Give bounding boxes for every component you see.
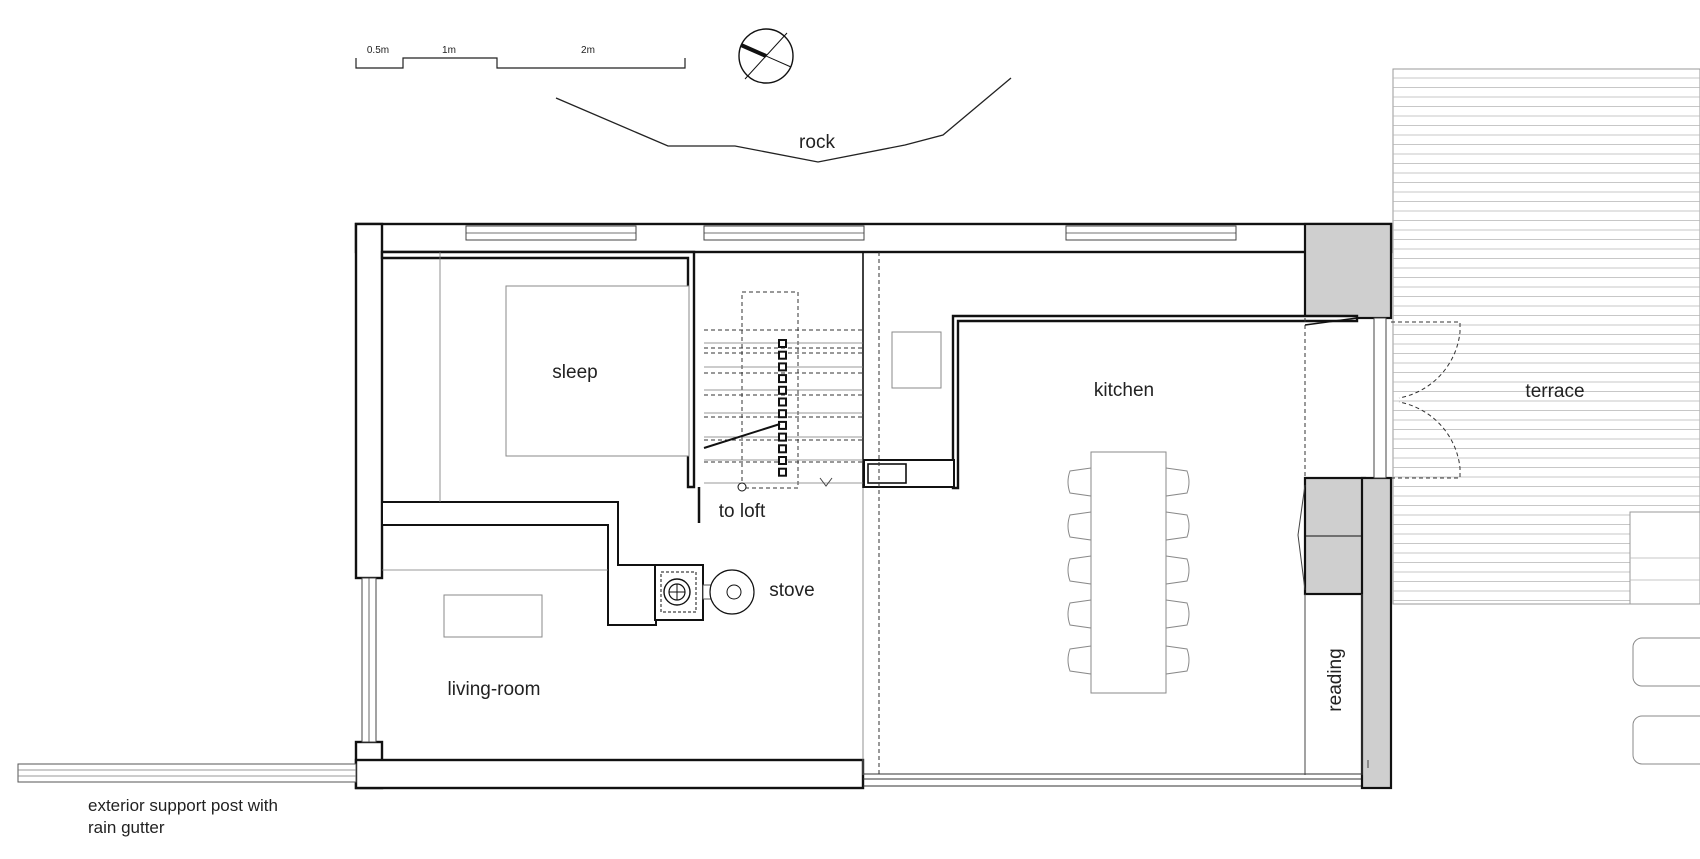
- chair-icon: [1067, 511, 1092, 541]
- living-room-area: living-room: [443, 594, 543, 700]
- stair-post: [778, 385, 787, 395]
- stair-post: [778, 409, 787, 419]
- chair-icon: [1165, 555, 1190, 585]
- stair-post: [778, 339, 787, 348]
- north-arrow-icon: [738, 28, 794, 84]
- outer-walls: [354, 222, 1393, 790]
- chair-icon: [1067, 555, 1092, 585]
- living-room-label: living-room: [448, 679, 541, 700]
- exterior-support-post: exterior support post with rain gutter: [17, 763, 357, 837]
- rock-label: rock: [799, 132, 835, 153]
- stair-post: [778, 432, 787, 442]
- bed: sleep: [505, 285, 690, 457]
- reading-area: reading: [1297, 484, 1369, 768]
- chair-icon: [1165, 645, 1190, 675]
- annotation-line-1: exterior support post with: [88, 796, 278, 815]
- to-loft-label: to loft: [719, 501, 766, 522]
- scale-label-half-meter: 0.5m: [367, 45, 389, 56]
- terrace-doors: [1391, 321, 1461, 479]
- stair-post: [778, 362, 787, 372]
- chair-icon: [1165, 511, 1190, 541]
- stair-post: [778, 350, 787, 360]
- scale-label-two-meters: 2m: [581, 45, 595, 56]
- terrace-deck: terrace: [1392, 68, 1700, 765]
- stair-post: [778, 374, 787, 384]
- stove-label: stove: [769, 580, 814, 601]
- staircase-icon: to loft: [697, 291, 863, 523]
- sleep-label: sleep: [552, 362, 597, 383]
- chair-icon: [1067, 645, 1092, 675]
- scale-bar: 0.5m 1m 2m: [355, 45, 686, 69]
- stair-post: [778, 420, 787, 430]
- kitchen-area: kitchen: [891, 331, 1190, 694]
- chair-icon: [1067, 599, 1092, 629]
- scale-label-one-meter: 1m: [442, 45, 456, 56]
- annotation-line-2: rain gutter: [88, 818, 165, 837]
- terrace-label: terrace: [1525, 381, 1584, 402]
- chair-icon: [1067, 467, 1092, 497]
- stair-post: [778, 444, 787, 454]
- stove-icon: stove: [654, 564, 815, 621]
- kitchen-label: kitchen: [1094, 380, 1154, 401]
- rock-outline: rock: [555, 77, 1012, 163]
- stair-post: [778, 397, 787, 407]
- stair-post: [778, 456, 787, 465]
- interior-walls: [380, 250, 1363, 775]
- stair-post: [778, 467, 787, 477]
- dining-table-icon: [1090, 451, 1167, 694]
- chair-icon: [1165, 467, 1190, 497]
- reading-label: reading: [1325, 648, 1346, 711]
- chair-icon: [1165, 599, 1190, 629]
